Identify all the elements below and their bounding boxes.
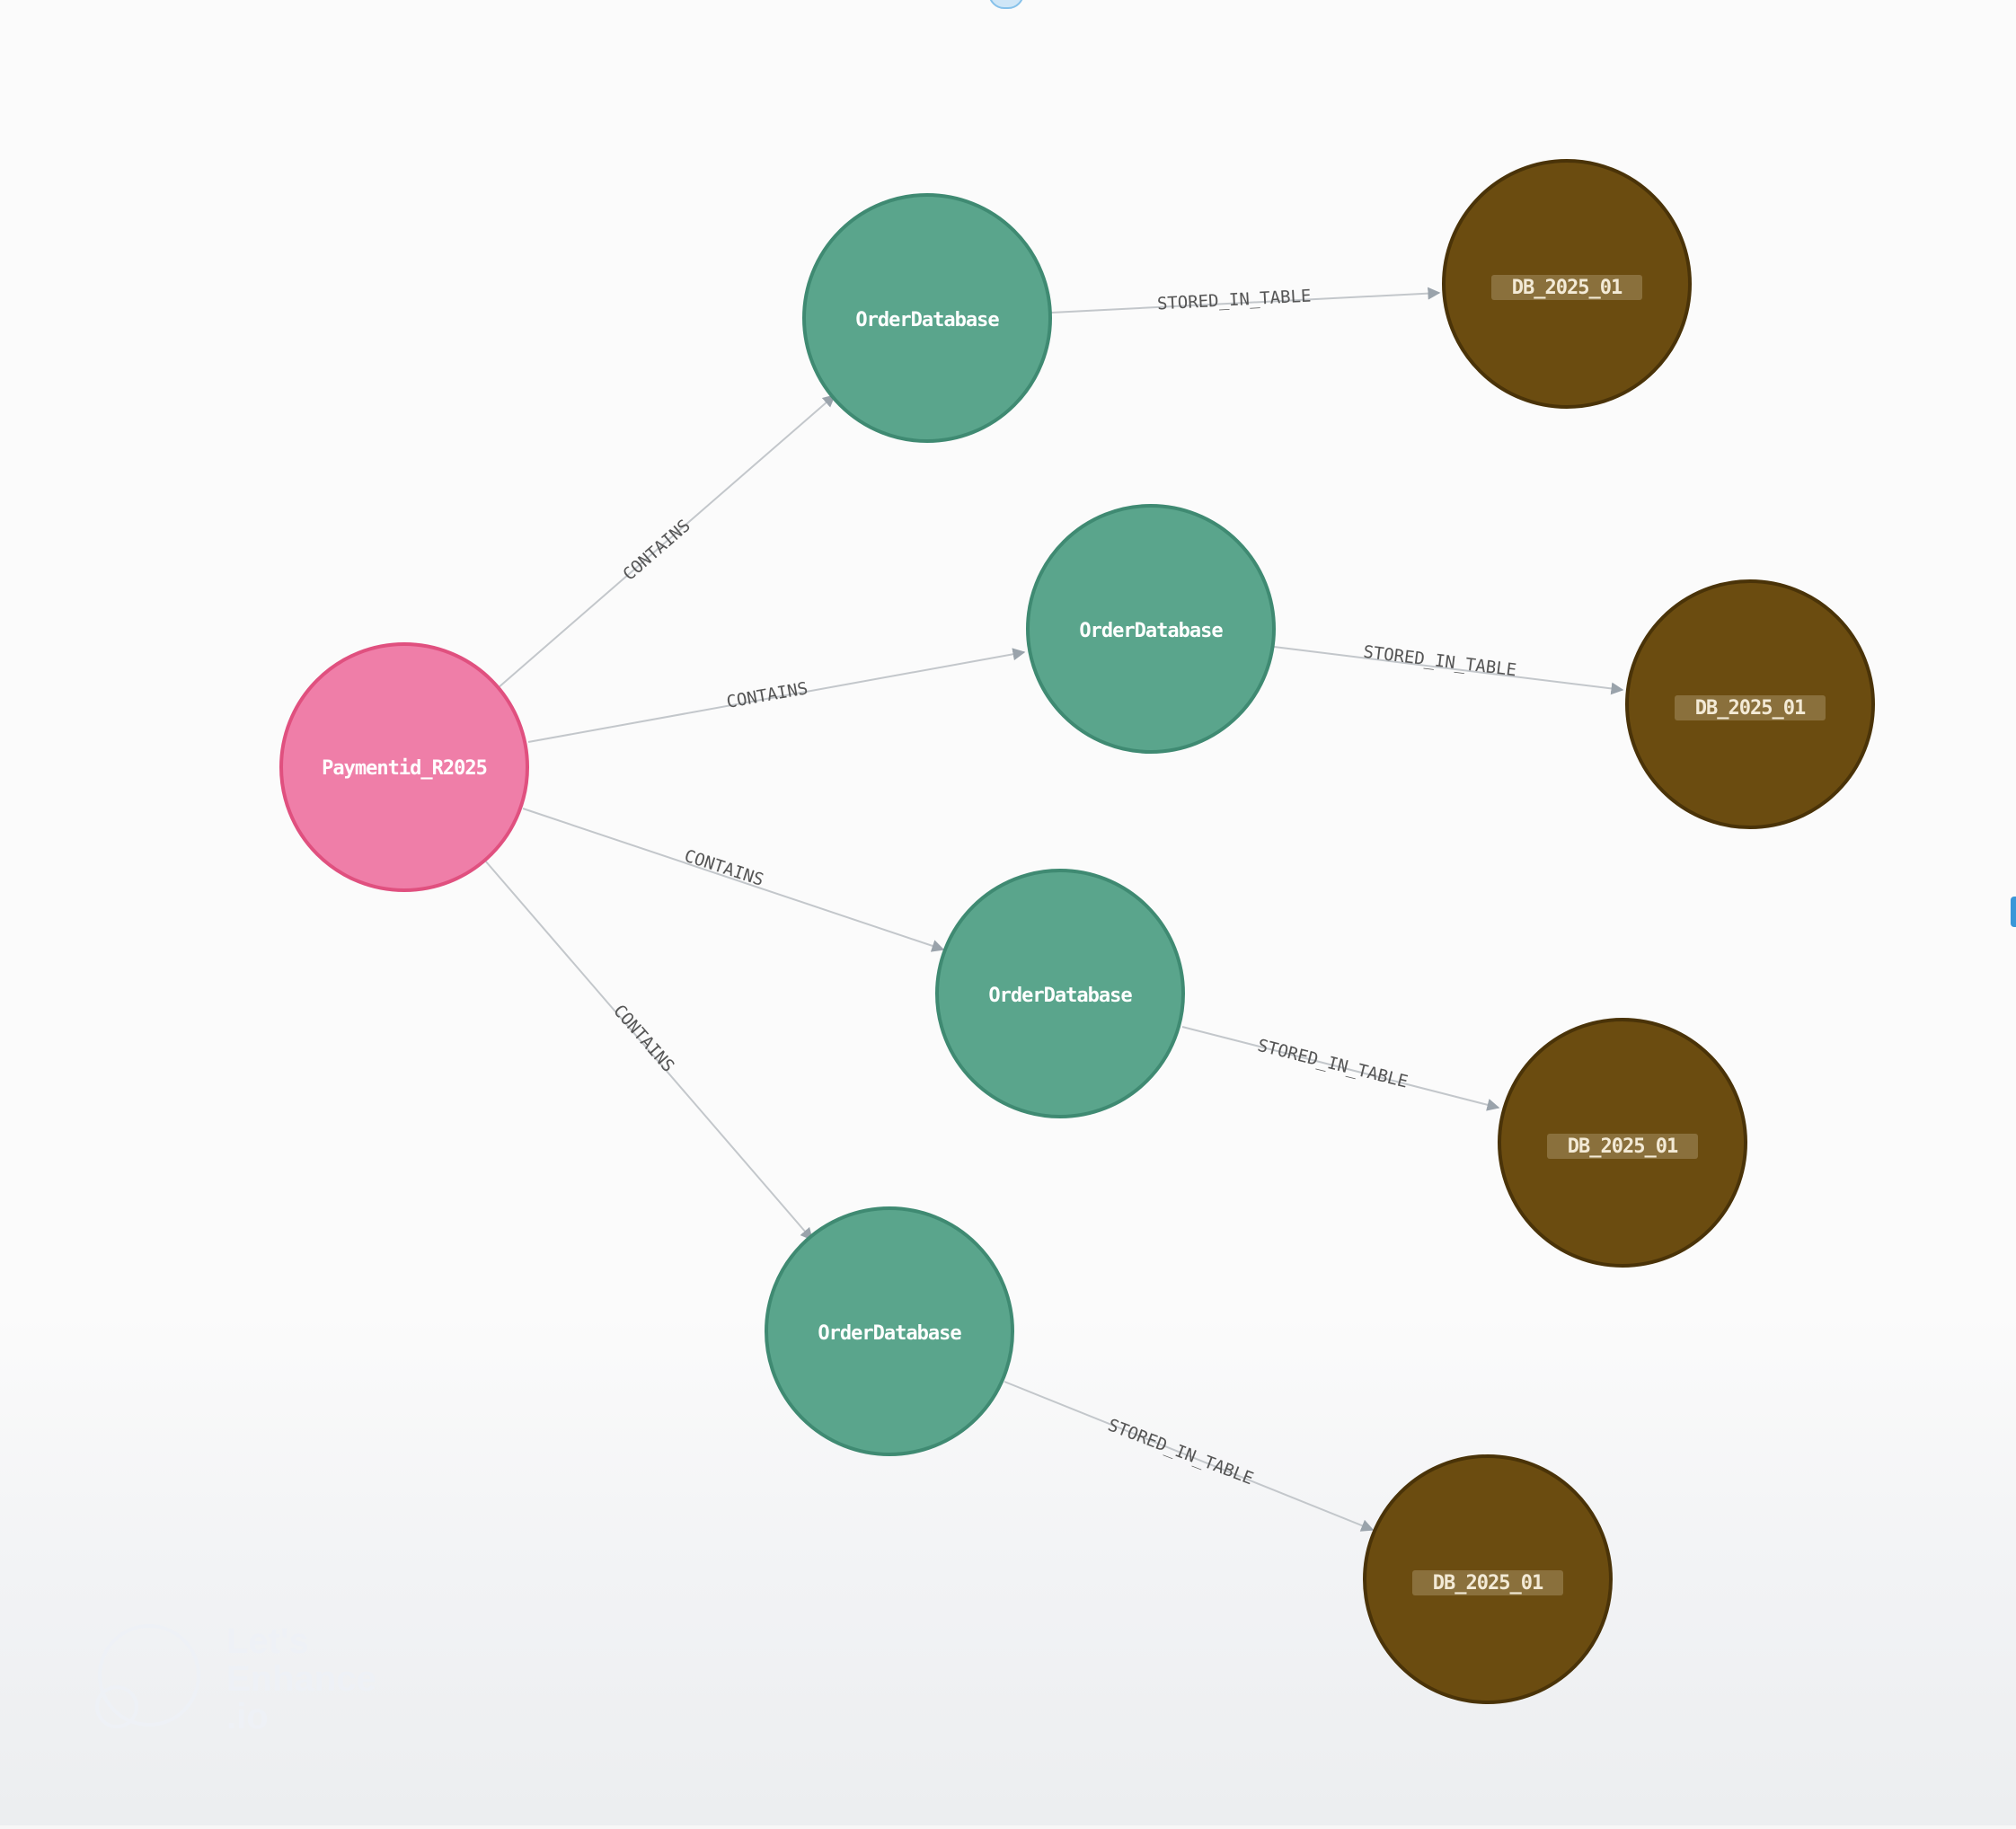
middle-node-circle[interactable] <box>935 869 1185 1118</box>
middle-node-label: OrderDatabase <box>1079 620 1223 642</box>
leaf-node[interactable]: DB_2025_01 <box>1442 159 1692 409</box>
leaf-node[interactable]: DB_2025_01 <box>1498 1018 1747 1268</box>
leaf-node-label-bg <box>1491 275 1642 300</box>
root-edge-label-3: CONTAINS <box>609 1001 678 1076</box>
root-edge-label-2: CONTAINS <box>682 846 766 890</box>
leaf-node-label: DB_2025_01 <box>1568 1135 1678 1158</box>
leaf-edge-label-3: STORED_IN_TABLE <box>1105 1415 1256 1489</box>
leaf-node-label-bg <box>1547 1134 1698 1159</box>
leaf-edge-0[interactable] <box>1050 287 1441 314</box>
root-edge-1[interactable] <box>527 648 1026 743</box>
leaf-edge-label-1: STORED_IN_TABLE <box>1362 642 1517 681</box>
middle-node[interactable]: OrderDatabase <box>935 869 1185 1118</box>
root-node-circle[interactable] <box>279 642 529 892</box>
middle-node-circle[interactable] <box>1026 504 1276 754</box>
root-node-label: Paymentid_R2025 <box>322 757 487 780</box>
leaf-edges <box>1004 287 1624 1532</box>
root-edge-label-1: CONTAINS <box>725 678 809 712</box>
watermark: Let's Enhance .io <box>95 1621 376 1736</box>
leaf-node-label: DB_2025_01 <box>1512 277 1623 299</box>
leaf-edge-labels: STORED_IN_TABLE STORED_IN_TABLE STORED_I… <box>1105 287 1517 1489</box>
leaf-node-circle[interactable] <box>1363 1454 1613 1704</box>
root-edge-0[interactable] <box>497 394 836 689</box>
middle-nodes: OrderDatabase OrderDatabase OrderDatabas… <box>765 193 1276 1456</box>
leaf-node-circle[interactable] <box>1625 579 1875 829</box>
leaf-node-label-bg <box>1675 695 1826 720</box>
middle-node[interactable]: OrderDatabase <box>1026 504 1276 754</box>
root-edge-labels: CONTAINS CONTAINS CONTAINS CONTAINS <box>609 516 809 1076</box>
leaf-node-label: DB_2025_01 <box>1695 697 1806 720</box>
leaf-node-label: DB_2025_01 <box>1433 1572 1543 1595</box>
leaf-edge-3[interactable] <box>1004 1381 1375 1532</box>
middle-node-label: OrderDatabase <box>855 309 999 331</box>
leaf-node-label-bg <box>1412 1570 1563 1595</box>
watermark-line1: Let's <box>226 1621 309 1661</box>
middle-node-circle[interactable] <box>802 193 1052 443</box>
watermark-line2: Enhance <box>226 1659 376 1699</box>
leaf-node-circle[interactable] <box>1442 159 1692 409</box>
root-node[interactable]: Paymentid_R2025 <box>279 642 529 892</box>
middle-node[interactable]: OrderDatabase <box>765 1206 1014 1456</box>
middle-node-label: OrderDatabase <box>988 985 1132 1007</box>
watermark-logo-inner-icon <box>95 1685 138 1728</box>
watermark-line3: .io <box>226 1697 269 1736</box>
leaf-edge-2[interactable] <box>1181 1026 1500 1111</box>
root-edge-3[interactable] <box>484 860 813 1241</box>
middle-node-label: OrderDatabase <box>818 1322 961 1345</box>
middle-node[interactable]: OrderDatabase <box>802 193 1052 443</box>
right-resize-handle[interactable] <box>2011 897 2016 927</box>
watermark-logo-icon <box>98 1624 200 1727</box>
middle-node-circle[interactable] <box>765 1206 1014 1456</box>
leaf-nodes: DB_2025_01 DB_2025_01 DB_2025_01 DB_2025… <box>1363 159 1875 1704</box>
leaf-node[interactable]: DB_2025_01 <box>1625 579 1875 829</box>
leaf-edge-label-0: STORED_IN_TABLE <box>1156 287 1312 314</box>
root-edge-label-0: CONTAINS <box>619 516 694 585</box>
leaf-edge-label-2: STORED_IN_TABLE <box>1256 1036 1410 1092</box>
leaf-edge-1[interactable] <box>1273 646 1624 695</box>
leaf-node-circle[interactable] <box>1498 1018 1747 1268</box>
leaf-node[interactable]: DB_2025_01 <box>1363 1454 1613 1704</box>
root-edges <box>484 394 1026 1241</box>
root-edge-2[interactable] <box>522 808 945 952</box>
